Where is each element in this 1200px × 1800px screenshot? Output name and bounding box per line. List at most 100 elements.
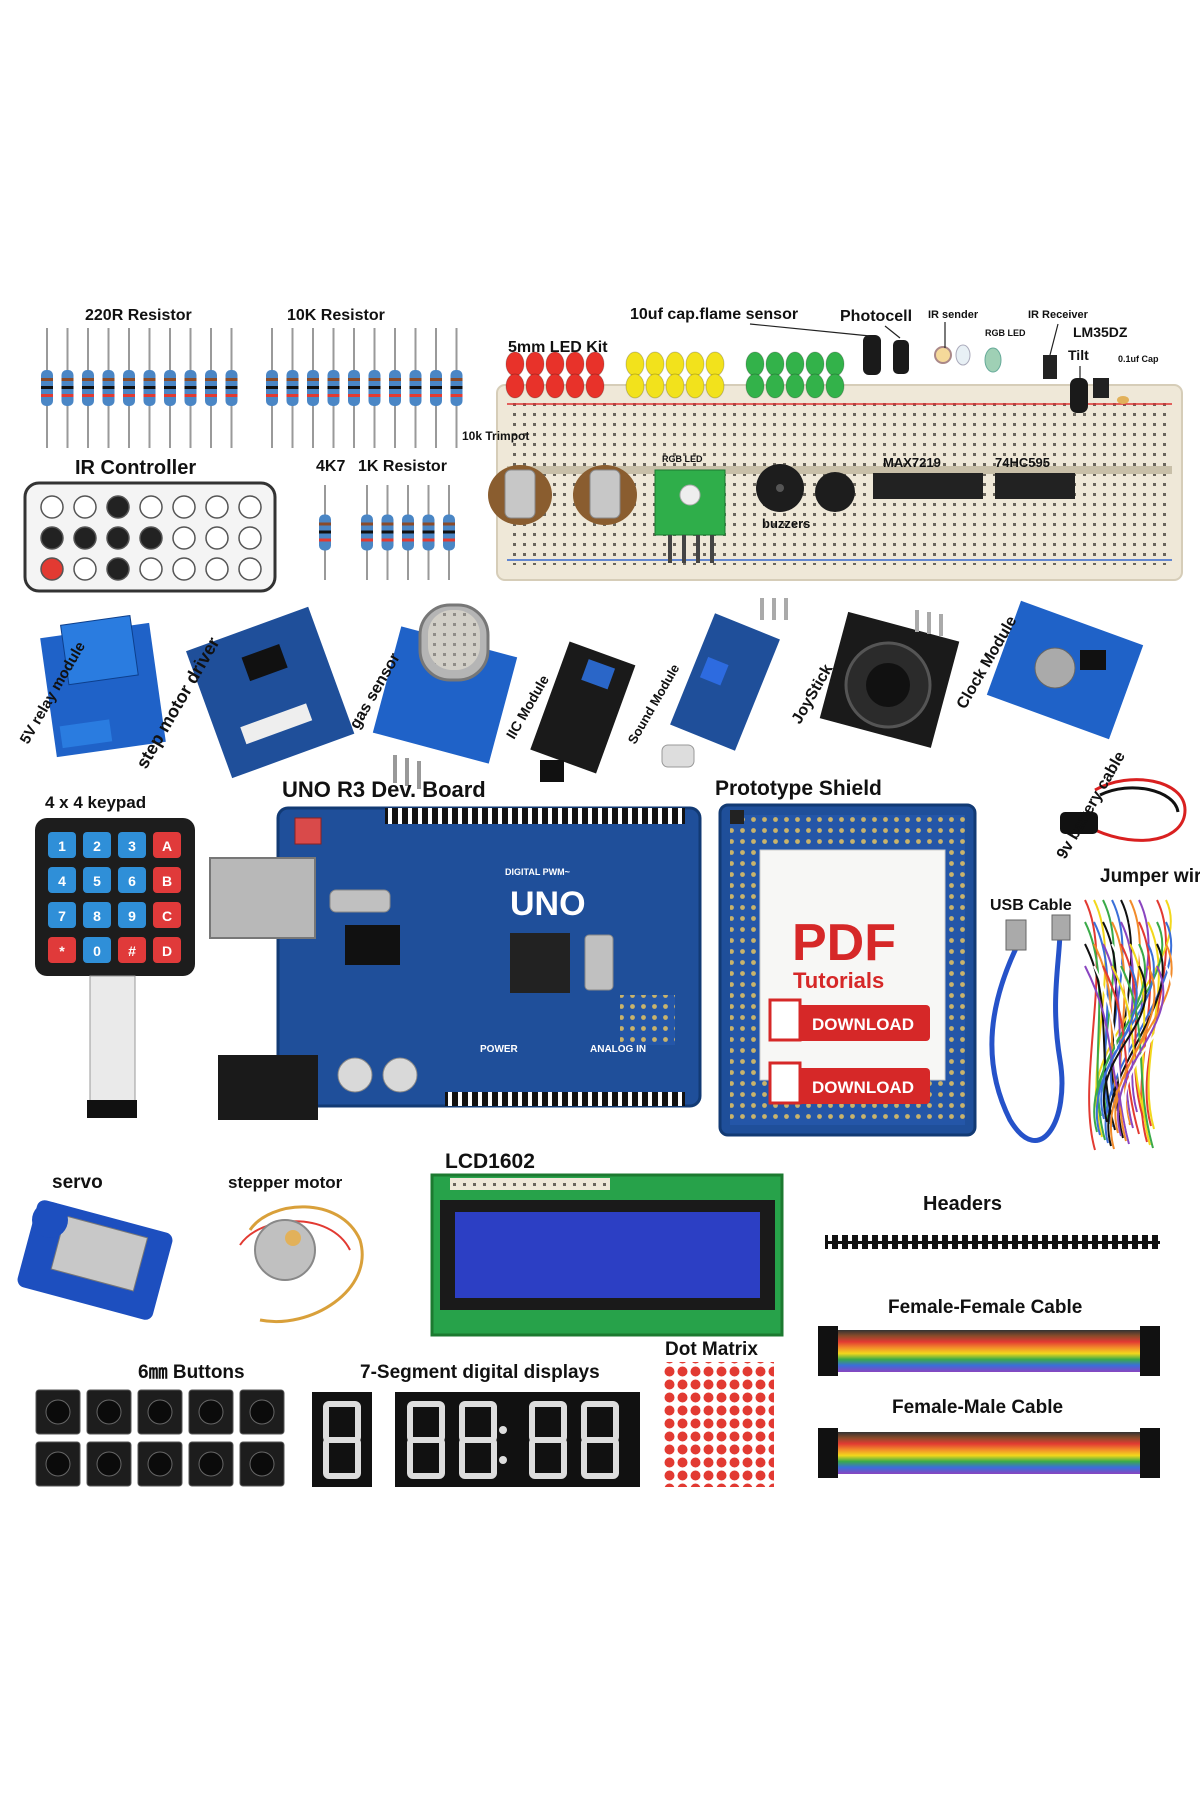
segment-bottom xyxy=(581,1437,619,1479)
resistor-band xyxy=(389,386,401,389)
iic-module xyxy=(530,641,636,782)
resistor-band xyxy=(286,378,299,381)
keypad-key xyxy=(118,832,146,858)
resistor-band xyxy=(409,378,422,381)
remote-button xyxy=(40,557,64,581)
resistor-band xyxy=(286,386,299,389)
keypad-key-label: 5 xyxy=(93,873,101,889)
keypad-key xyxy=(118,902,146,928)
label-dot-matrix: Dot Matrix xyxy=(665,1339,758,1360)
label-lcd1602: LCD1602 xyxy=(445,1150,535,1173)
keypad-key-label: 4 xyxy=(58,873,66,889)
keypad-key-label: 2 xyxy=(93,838,101,854)
resistor-band xyxy=(389,394,401,397)
label-buzzers: buzzers xyxy=(762,516,810,531)
label-1k-resistor: 1K Resistor xyxy=(358,458,447,475)
label-01uf-cap: 0.1uf Cap xyxy=(1118,354,1159,364)
resistor-band xyxy=(402,530,414,534)
resistor-band xyxy=(430,378,442,381)
seven-segment-digits xyxy=(323,1401,619,1479)
keypad-key xyxy=(153,832,181,858)
resistor-band xyxy=(430,394,442,397)
resistor-band xyxy=(381,522,394,526)
led xyxy=(685,351,705,377)
jumper-wire xyxy=(1095,965,1138,1136)
button-cap xyxy=(96,1451,122,1477)
resistor-band xyxy=(409,394,422,397)
keypad-key-label: 1 xyxy=(58,838,66,854)
resistor-band xyxy=(143,394,156,397)
led xyxy=(765,351,785,377)
jumper-wire xyxy=(1117,965,1165,1137)
resistor-band xyxy=(422,530,435,534)
keypad-key xyxy=(48,902,76,928)
keypad-key xyxy=(83,867,111,893)
label-jumper-wires: Jumper wires xyxy=(1100,866,1200,887)
remote-button xyxy=(238,557,262,581)
led xyxy=(765,373,785,399)
resistor-band xyxy=(205,394,217,397)
led xyxy=(805,351,825,377)
remote-button xyxy=(139,557,163,581)
resistor-band xyxy=(225,378,238,381)
led xyxy=(665,351,685,377)
resistor-band xyxy=(381,538,394,542)
label-rgb-led: RGB LED xyxy=(985,328,1026,338)
resistor-band xyxy=(61,386,74,389)
servo xyxy=(17,1200,173,1320)
led xyxy=(685,373,705,399)
label-cap-flame-sensor: 10uf cap.flame sensor xyxy=(630,306,798,323)
remote-button xyxy=(40,495,64,519)
resistor-band xyxy=(381,530,394,534)
download-badge-1: DOWNLOAD xyxy=(768,998,930,1042)
button-cap xyxy=(96,1399,122,1425)
led xyxy=(505,373,525,399)
keypad-key-label: D xyxy=(162,943,172,959)
resistor-band xyxy=(348,386,360,389)
resistor-band xyxy=(266,378,278,381)
remote-button xyxy=(106,557,130,581)
resistor-band xyxy=(319,530,331,534)
resistor-band xyxy=(422,538,435,542)
resistor-band xyxy=(307,394,319,397)
led xyxy=(665,373,685,399)
uno-logo-text: UNO xyxy=(510,885,586,923)
keypad-key xyxy=(153,902,181,928)
button-cap xyxy=(249,1451,275,1477)
resistor-band xyxy=(164,378,176,381)
label-servo: servo xyxy=(52,1172,103,1193)
keypad-key xyxy=(118,937,146,963)
led xyxy=(785,373,805,399)
segment-bottom xyxy=(323,1437,361,1479)
button-cap xyxy=(45,1451,71,1477)
jumper-wire xyxy=(1084,899,1098,1151)
keypad-key-label: 8 xyxy=(93,908,101,924)
uno-analog-text: ANALOG IN xyxy=(590,1044,646,1055)
resistor-band xyxy=(389,378,401,381)
resistor-band xyxy=(123,394,135,397)
led xyxy=(825,373,845,399)
pdf-tutorials-watermark: PDF Tutorials DOWNLOAD DOWNLOAD xyxy=(768,914,930,1105)
resistor-band xyxy=(82,386,94,389)
resistor-band xyxy=(402,522,414,526)
button-cap xyxy=(147,1451,173,1477)
remote-button xyxy=(73,495,97,519)
resistor-band xyxy=(450,394,463,397)
jumper-wire xyxy=(1111,965,1147,1122)
jumper-wire xyxy=(1145,899,1167,1127)
ir-remote xyxy=(23,481,277,593)
watermark-title: PDF xyxy=(792,914,896,972)
jumper-wire xyxy=(1102,921,1120,1115)
resistor-band xyxy=(184,386,197,389)
label-uno-board: UNO R3 Dev. Board xyxy=(282,777,486,802)
uno-digital-text: DIGITAL PWM~ xyxy=(505,867,570,877)
remote-button xyxy=(139,495,163,519)
battery-cable xyxy=(1060,778,1187,842)
keypad-key xyxy=(153,937,181,963)
jumper-wire xyxy=(1084,943,1116,1131)
resistor-band xyxy=(348,378,360,381)
stepper-motor xyxy=(239,1205,364,1323)
resistor-band xyxy=(368,378,381,381)
jumper-wire xyxy=(1124,965,1174,1124)
